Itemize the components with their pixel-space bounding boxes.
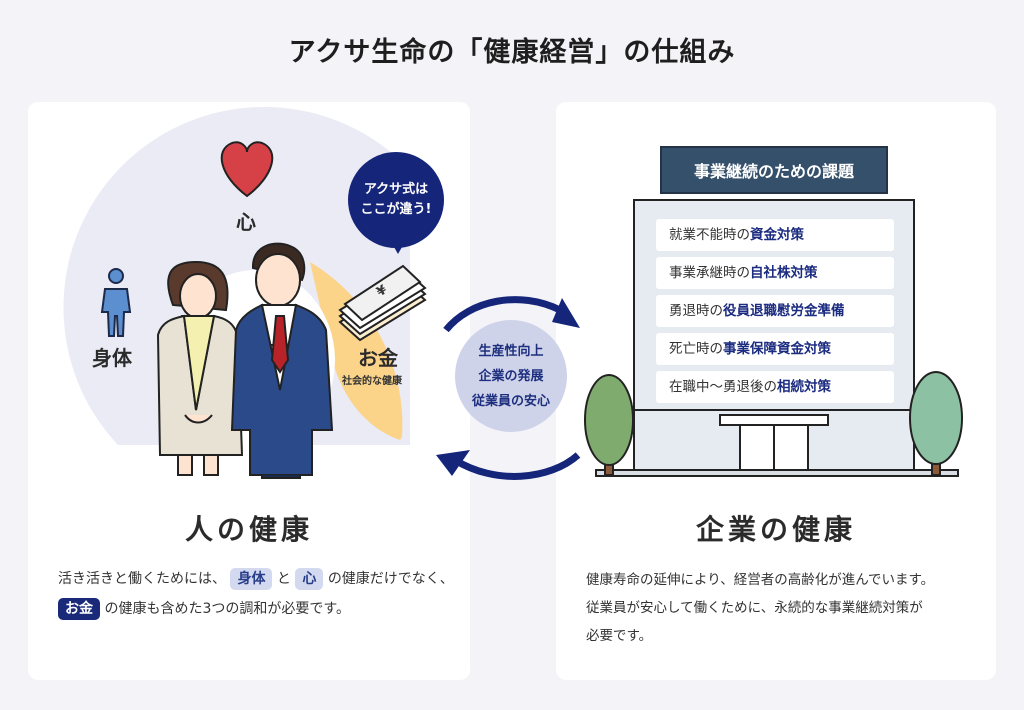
corporate-health-description: 健康寿命の延伸により、経営者の高齢化が進んでいます。 従業員が安心して働くために… bbox=[586, 566, 986, 650]
arrow-bottom-head bbox=[436, 450, 470, 476]
page-title: アクサ生命の「健康経営」の仕組み bbox=[288, 37, 736, 68]
desc-line: 健康寿命の延伸により、経営者の高齢化が進んでいます。 bbox=[586, 572, 935, 588]
bubble-tail bbox=[390, 240, 406, 254]
benefit-company-growth: 企業の発展 bbox=[478, 368, 544, 384]
heart-icon bbox=[220, 141, 274, 198]
tree-left bbox=[584, 374, 634, 476]
task-item: 事業承継時の自社株対策 bbox=[656, 257, 894, 289]
benefits-circle: 生産性向上 企業の発展 従業員の安心 bbox=[455, 320, 567, 432]
desc-line: 従業員が安心して働くために、永続的な事業継続対策が bbox=[586, 600, 923, 616]
benefit-employee-security: 従業員の安心 bbox=[471, 393, 550, 409]
tree-right bbox=[909, 371, 963, 476]
cycle-arrows bbox=[443, 296, 581, 480]
tag-body: 身体 bbox=[230, 568, 273, 590]
task-item: 就業不能時の資金対策 bbox=[656, 219, 894, 251]
bubble-line-2: ここが違う! bbox=[360, 202, 432, 217]
corporate-health-heading: 企業の健康 bbox=[695, 513, 856, 546]
task-item: 死亡時の事業保障資金対策 bbox=[656, 333, 894, 365]
money-label: お金 bbox=[358, 346, 398, 370]
desc-text: の健康だけでなく、 bbox=[327, 571, 454, 587]
desc-line: 必要です。 bbox=[586, 628, 653, 644]
body-person-icon bbox=[100, 268, 132, 337]
task-item: 在職中〜勇退後の相続対策 bbox=[656, 371, 894, 403]
money-wedge bbox=[310, 262, 403, 440]
desc-text: と bbox=[276, 571, 291, 587]
business-continuity-header: 事業継続のための課題 bbox=[660, 146, 888, 194]
bubble-line-1: アクサ式は bbox=[363, 182, 429, 197]
desc-text: の健康も含めた3つの調和が必要です。 bbox=[104, 601, 350, 617]
desc-text: 活き活きと働くためには、 bbox=[58, 571, 226, 587]
man-illustration bbox=[230, 242, 334, 479]
benefit-productivity: 生産性向上 bbox=[478, 343, 544, 359]
arrow-bottom bbox=[453, 452, 581, 480]
human-health-description: 活き活きと働くためには、 身体 と 心 の健康だけでなく、 お金 の健康も含めた… bbox=[58, 564, 458, 624]
tag-heart: 心 bbox=[295, 568, 324, 590]
money-stack-icon: ¥ bbox=[338, 264, 427, 342]
arrow-top bbox=[443, 296, 562, 333]
task-item: 勇退時の役員退職慰労金準備 bbox=[656, 295, 894, 327]
body-label: 身体 bbox=[92, 346, 132, 370]
money-sublabel: 社会的な健康 bbox=[342, 376, 402, 387]
axa-difference-bubble: アクサ式は ここが違う! bbox=[348, 152, 444, 248]
human-health-heading: 人の健康 bbox=[184, 513, 313, 546]
arrow-top-head bbox=[552, 298, 580, 328]
heart-label: 心 bbox=[236, 210, 256, 234]
tag-money: お金 bbox=[58, 598, 100, 620]
